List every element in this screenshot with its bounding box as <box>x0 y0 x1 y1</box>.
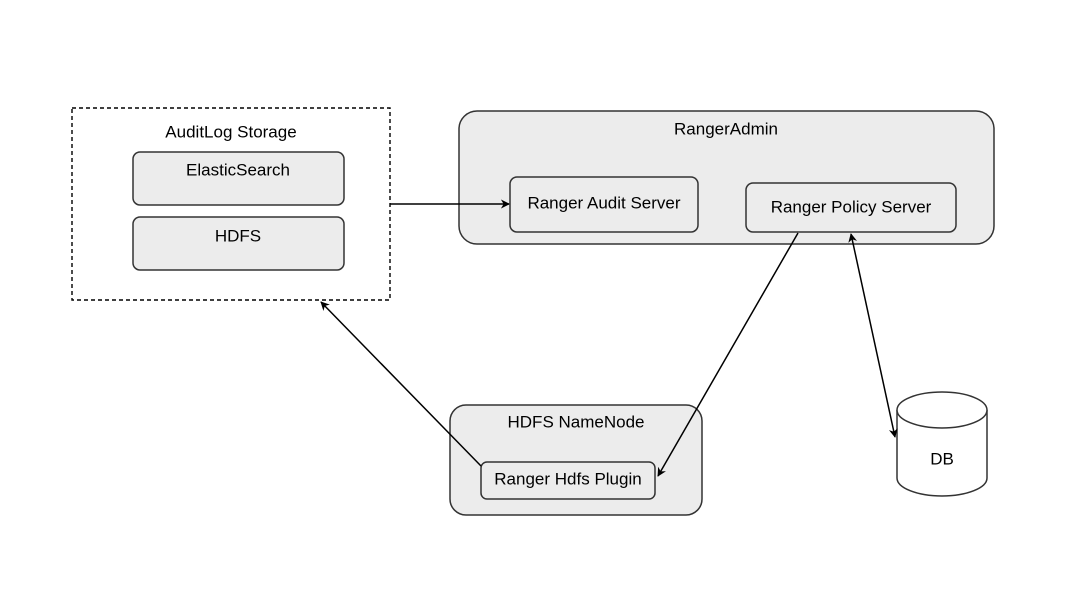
ranger-admin-label: RangerAdmin <box>674 119 778 138</box>
ranger-audit-server-box <box>509 176 699 233</box>
edge-policy-server-to-db <box>848 233 898 438</box>
db-cylinder: DB <box>896 391 988 497</box>
elasticsearch-label: ElasticSearch <box>186 160 290 179</box>
elasticsearch-box <box>132 151 345 206</box>
hdfs-box <box>132 216 345 271</box>
db-cylinder-body <box>896 410 988 497</box>
db-label: DB <box>930 449 954 468</box>
edge-plugin-to-storage <box>320 301 482 467</box>
ranger-audit-server-label: Ranger Audit Server <box>527 193 680 212</box>
hdfs-label: HDFS <box>215 226 261 245</box>
auditlog-storage-group: AuditLog Storage ElasticSearch HDFS <box>71 107 391 301</box>
hdfs-namenode-group: HDFS NameNode Ranger Hdfs Plugin <box>449 404 703 516</box>
hdfs-namenode-label: HDFS NameNode <box>508 412 645 431</box>
ranger-hdfs-plugin-box <box>480 461 656 500</box>
auditlog-storage-label: AuditLog Storage <box>165 122 296 141</box>
ranger-policy-server-label: Ranger Policy Server <box>771 197 932 216</box>
db-cylinder-top <box>896 391 988 429</box>
ranger-hdfs-plugin-label: Ranger Hdfs Plugin <box>494 469 641 488</box>
ranger-admin-group: RangerAdmin Ranger Audit Server Ranger P… <box>458 110 995 245</box>
ranger-policy-server-box <box>745 182 957 233</box>
edge-policy-server-to-plugin <box>657 232 799 477</box>
